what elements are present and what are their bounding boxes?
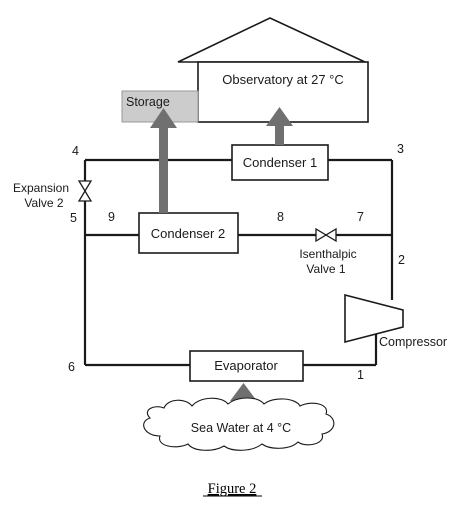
arrow-condenser2-to-storage-head: [150, 108, 177, 128]
compressor-label: Compressor: [379, 335, 447, 349]
evaporator-label: Evaporator: [214, 358, 278, 373]
condenser-1-label: Condenser 1: [243, 155, 317, 170]
state-point-3: 3: [397, 142, 404, 156]
state-point-8: 8: [277, 210, 284, 224]
state-point-6: 6: [68, 360, 75, 374]
expansion-valve-2: [77, 180, 93, 202]
isenthalpic-valve-1: [315, 227, 337, 243]
condenser-2-label: Condenser 2: [151, 226, 225, 241]
isenthalpic-valve-label-2: Valve 1: [306, 262, 345, 276]
state-point-5: 5: [70, 211, 77, 225]
state-point-2: 2: [398, 253, 405, 267]
expansion-valve-label-2: Valve 2: [24, 196, 63, 210]
arrow-condenser1-to-observatory-head: [266, 107, 293, 126]
arrow-seawater-to-evaporator-head: [230, 383, 257, 401]
storage-label: Storage: [126, 95, 170, 109]
condenser-1-box: [231, 144, 329, 181]
piping: [83, 158, 394, 367]
expansion-valve-label-1: Expansion: [13, 181, 69, 195]
compressor-shape: [344, 293, 404, 344]
observatory-label: Observatory at 27 °C: [222, 72, 344, 87]
sea-water-cloud: [143, 397, 335, 451]
state-point-labels: 1 2 3 4 5 6 7 8 9: [68, 142, 405, 382]
sea-water-label: Sea Water at 4 °C: [191, 421, 291, 435]
state-point-1: 1: [357, 368, 364, 382]
arrow-condenser1-to-observatory-shaft: [275, 122, 284, 145]
figure-caption: Figure 2: [208, 481, 257, 497]
state-point-7: 7: [357, 210, 364, 224]
state-point-9: 9: [108, 210, 115, 224]
evaporator-box: [189, 350, 304, 382]
house-roof: [177, 17, 366, 63]
condenser-2-box: [138, 212, 239, 254]
arrow-condenser2-to-storage-shaft: [159, 125, 168, 213]
isenthalpic-valve-label-1: Isenthalpic: [299, 247, 356, 261]
state-point-4: 4: [72, 144, 79, 158]
